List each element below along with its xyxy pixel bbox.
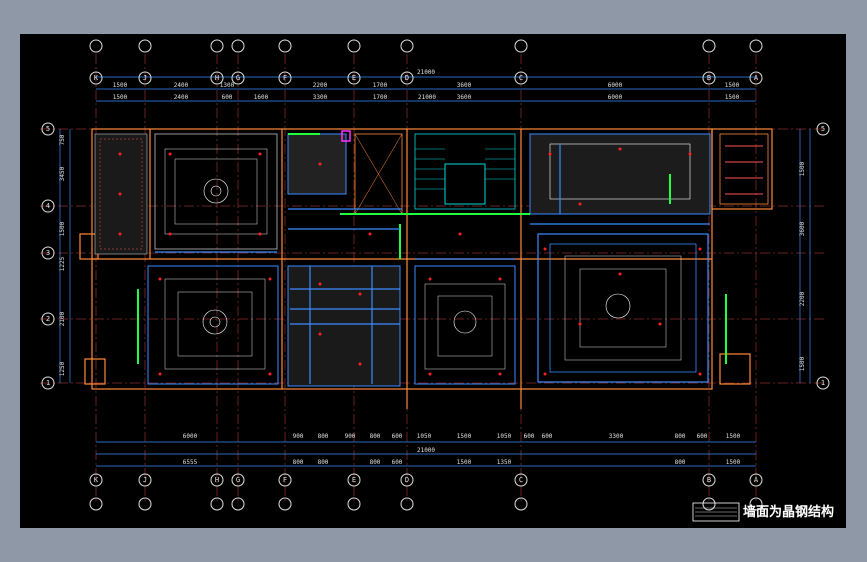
dim-text: 600 <box>542 433 553 440</box>
dimension-texts: 21000 1500 2400 1300 2200 1700 3600 6000… <box>59 69 806 466</box>
axis-label-top: B <box>707 74 711 82</box>
dim-text: 600 <box>392 433 403 440</box>
dim-text: 800 <box>675 433 686 440</box>
dimension-lines <box>59 76 811 467</box>
dim-text: 1250 <box>59 361 66 376</box>
dim-text: 600 <box>392 459 403 466</box>
axis-label-top: E <box>352 74 356 82</box>
dim-text: 1500 <box>457 433 472 440</box>
bottom-axis-bubbles: K J H G F E D C B A <box>89 473 763 511</box>
axis-label-right: 5 <box>821 125 825 133</box>
dim-text: 1500 <box>59 221 66 236</box>
axis-label-bottom: G <box>236 476 240 484</box>
top-axis-bubbles: K J H G F E D C B A <box>89 39 763 85</box>
dim-text: 1050 <box>417 433 432 440</box>
dim-text: 2200 <box>799 291 806 306</box>
axis-label-left: 5 <box>46 125 50 133</box>
dim-text: 1500 <box>113 82 128 89</box>
axis-label-bottom: F <box>283 476 287 484</box>
dim-text: 1225 <box>59 256 66 271</box>
dim-text: 800 <box>370 459 381 466</box>
axis-label-bottom: B <box>707 476 711 484</box>
axis-label-top: J <box>143 74 147 82</box>
side-axis-bubbles: 5 4 3 2 1 5 1 <box>41 122 830 390</box>
legend: 墙面为晶钢结构 <box>692 502 834 522</box>
axis-label-bottom: A <box>754 476 759 484</box>
legend-swatch <box>692 502 740 522</box>
dim-text: 1300 <box>220 82 235 89</box>
dim-text: 800 <box>675 459 686 466</box>
axis-label-left: 3 <box>46 249 50 257</box>
dim-text: 1500 <box>725 82 740 89</box>
axis-label-top: A <box>754 74 759 82</box>
dim-text: 3300 <box>313 94 328 101</box>
dim-text: 900 <box>345 433 356 440</box>
dim-text: 2100 <box>59 311 66 326</box>
axis-label-bottom: D <box>405 476 409 484</box>
dim-text: 600 <box>222 94 233 101</box>
axis-label-right: 1 <box>821 379 825 387</box>
ceiling-conduits <box>155 144 710 384</box>
floor-plan-drawing: K J H G F E D C B A K J H G F E D C B A <box>40 39 834 522</box>
dim-text: 1500 <box>725 94 740 101</box>
dim-text: 600 <box>697 433 708 440</box>
dim-text: 3300 <box>609 433 624 440</box>
dim-text: 6000 <box>608 94 623 101</box>
glass-partitions <box>137 130 727 364</box>
axis-label-top: K <box>94 74 99 82</box>
dim-text: 3600 <box>457 94 472 101</box>
axis-label-left: 1 <box>46 379 50 387</box>
axis-label-bottom: H <box>215 476 219 484</box>
dim-text: 1350 <box>497 459 512 466</box>
dim-text: 1600 <box>254 94 269 101</box>
axis-label-top: D <box>405 74 409 82</box>
dim-text: 1050 <box>497 433 512 440</box>
dim-text: 2400 <box>174 94 189 101</box>
axis-label-left: 2 <box>46 315 50 323</box>
dim-text: 1500 <box>457 459 472 466</box>
dim-text: 1700 <box>373 82 388 89</box>
axis-label-bottom: E <box>352 476 356 484</box>
axis-label-top: G <box>236 74 240 82</box>
dim-text: 800 <box>318 433 329 440</box>
dim-text: 3600 <box>457 82 472 89</box>
dim-text: 800 <box>318 459 329 466</box>
dim-text: 6000 <box>183 433 198 440</box>
dim-text: 750 <box>59 134 66 145</box>
axis-label-bottom: K <box>94 476 99 484</box>
dim-text: 6000 <box>608 82 623 89</box>
dim-text: 800 <box>370 433 381 440</box>
dim-text: 21000 <box>418 94 436 101</box>
dim-text: 6555 <box>183 459 198 466</box>
dim-text: 3450 <box>59 166 66 181</box>
legend-label: 墙面为晶钢结构 <box>743 504 834 520</box>
dim-text: 1500 <box>726 433 741 440</box>
axis-label-top: H <box>215 74 219 82</box>
dim-text: 1500 <box>726 459 741 466</box>
axis-label-top: C <box>519 74 523 82</box>
axis-label-bottom: C <box>519 476 523 484</box>
dim-text: 900 <box>293 433 304 440</box>
dim-text: 800 <box>293 459 304 466</box>
dim-text: 2400 <box>174 82 189 89</box>
room-ceilings <box>94 133 769 387</box>
dim-text: 1700 <box>373 94 388 101</box>
dim-text: 600 <box>524 433 535 440</box>
overall-dimension-bottom: 21000 <box>417 447 435 454</box>
axis-label-left: 4 <box>46 202 50 210</box>
light-fixtures <box>118 147 702 376</box>
axis-label-top: F <box>283 74 287 82</box>
cad-viewport[interactable]: K J H G F E D C B A K J H G F E D C B A <box>20 34 846 528</box>
dim-text: 3600 <box>799 221 806 236</box>
dim-text: 2200 <box>313 82 328 89</box>
dim-text: 1500 <box>799 356 806 371</box>
walls <box>79 128 773 409</box>
axis-label-bottom: J <box>143 476 147 484</box>
dim-text: 1500 <box>113 94 128 101</box>
overall-dimension-top: 21000 <box>417 69 435 76</box>
dim-text: 1500 <box>799 161 806 176</box>
